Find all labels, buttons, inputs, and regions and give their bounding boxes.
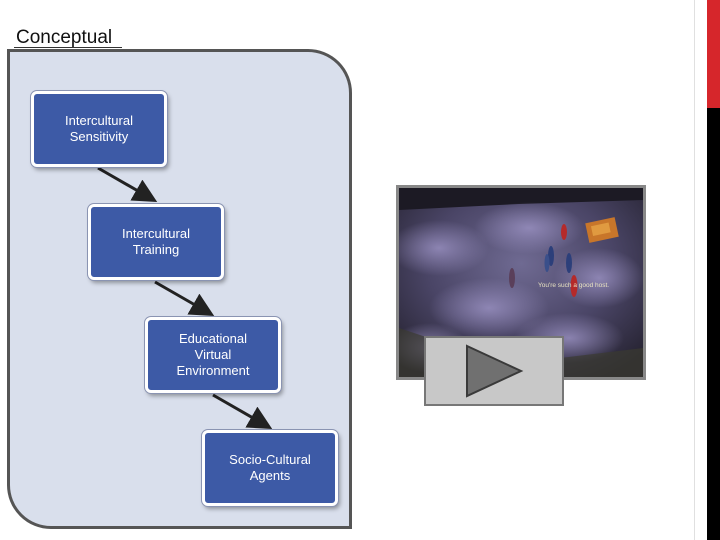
slide-edge-line [694, 0, 695, 540]
accent-black-bar [707, 108, 720, 540]
box-line: Sensitivity [65, 129, 133, 145]
slide-title: Conceptual [16, 27, 112, 49]
box-line: Educational [177, 331, 250, 347]
play-icon [463, 343, 525, 399]
box-intercultural-sensitivity: Intercultural Sensitivity [31, 91, 167, 167]
box-line: Intercultural [65, 113, 133, 129]
box-line: Agents [229, 468, 311, 484]
box-socio-cultural-agents: Socio-Cultural Agents [202, 430, 338, 506]
box-educational-virtual-environment: Educational Virtual Environment [145, 317, 281, 393]
accent-red-bar [707, 0, 720, 108]
title-underline [14, 47, 122, 48]
box-line: Environment [177, 363, 250, 379]
box-line: Training [122, 242, 190, 258]
box-line: Intercultural [122, 226, 190, 242]
box-intercultural-training: Intercultural Training [88, 204, 224, 280]
scene-caption: You're such a good host. [538, 282, 609, 289]
box-line: Socio-Cultural [229, 452, 311, 468]
play-button[interactable] [424, 336, 564, 406]
box-line: Virtual [177, 347, 250, 363]
